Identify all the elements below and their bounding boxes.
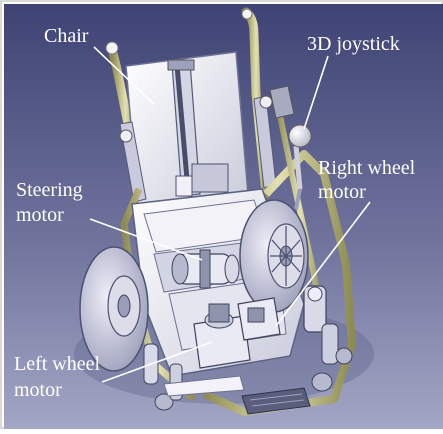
diagram-stage: Chair 3D joystick Right wheel motor Stee… xyxy=(4,4,443,429)
wheelchair-model xyxy=(74,7,374,416)
joystick-knob xyxy=(288,124,312,148)
right-wheel-motor-leader xyxy=(275,201,371,327)
right-wheel-motor xyxy=(237,297,281,341)
joystick-leader xyxy=(303,55,329,130)
label-3d-joystick: 3D joystick xyxy=(307,33,400,55)
steering-motor-leader xyxy=(89,218,203,261)
label-right-wheel-motor-line2: motor xyxy=(318,181,366,203)
wheelchair-diagram: Chair 3D joystick Right wheel motor Stee… xyxy=(4,4,443,429)
label-left-wheel-motor-line2: motor xyxy=(14,379,62,401)
left-wheel xyxy=(79,246,149,372)
label-steering-motor-line1: Steering xyxy=(16,179,83,201)
left-wheel-motor xyxy=(193,303,251,369)
label-left-wheel-motor-line1: Left wheel xyxy=(14,353,101,375)
casters xyxy=(143,343,353,411)
label-chair: Chair xyxy=(44,25,89,47)
steering-motor xyxy=(171,249,240,289)
label-steering-motor-line2: motor xyxy=(16,204,64,226)
chair-leader xyxy=(93,46,155,105)
left-wheel-motor-leader xyxy=(101,341,213,383)
label-right-wheel-motor-line1: Right wheel xyxy=(318,157,416,179)
footrest xyxy=(241,387,311,415)
right-wheel xyxy=(239,199,309,313)
